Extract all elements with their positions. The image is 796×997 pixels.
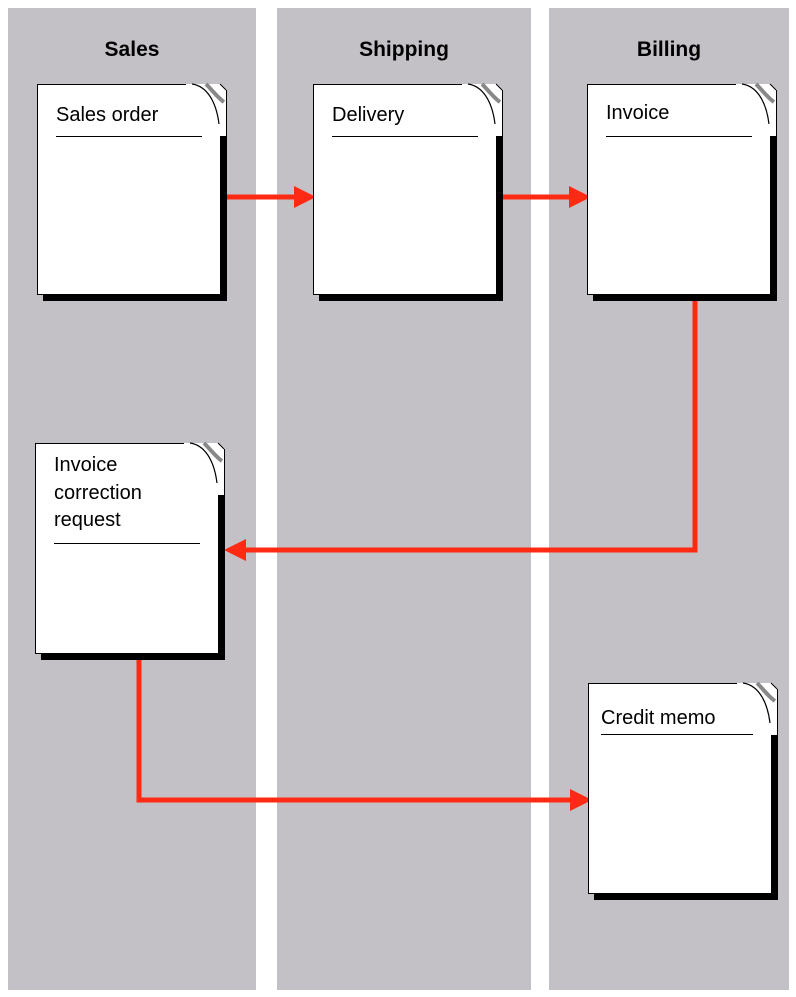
document-divider	[56, 136, 202, 137]
lane-title-shipping: Shipping	[359, 38, 449, 61]
document-divider	[601, 734, 753, 735]
document-divider	[332, 136, 478, 137]
document-label-line-1: Invoice	[54, 454, 118, 476]
arrowhead-invoice	[569, 186, 591, 208]
lane-title-sales: Sales	[104, 38, 160, 61]
document-label-line-3: request	[54, 509, 121, 531]
page-curl-icon	[737, 681, 778, 735]
document-delivery[interactable]: Delivery	[313, 82, 503, 295]
document-label: Sales order	[56, 104, 159, 126]
document-invoice-correction-request[interactable]: Invoice correction request	[35, 441, 225, 654]
lane-title-billing: Billing	[636, 38, 702, 61]
document-label: Invoice	[606, 102, 670, 124]
document-invoice[interactable]: Invoice	[587, 82, 777, 295]
document-label: Credit memo	[601, 707, 716, 729]
arrowhead-credit-memo	[570, 789, 592, 811]
document-sales-order[interactable]: Sales order	[37, 82, 227, 295]
arrowhead-delivery	[294, 186, 316, 208]
page-curl-icon	[462, 82, 503, 136]
arrow-correction-request-to-credit-memo	[136, 658, 570, 803]
page-curl-icon	[184, 441, 225, 495]
document-label-line-2: correction	[54, 482, 142, 504]
arrowhead-correction-request	[224, 539, 246, 561]
document-divider	[606, 136, 752, 137]
document-divider	[54, 543, 200, 544]
document-credit-memo[interactable]: Credit memo	[588, 681, 778, 894]
page-curl-icon	[186, 82, 227, 136]
page-curl-icon	[736, 82, 777, 136]
document-label: Delivery	[332, 104, 405, 126]
arrow-invoice-to-correction-request	[246, 297, 698, 553]
